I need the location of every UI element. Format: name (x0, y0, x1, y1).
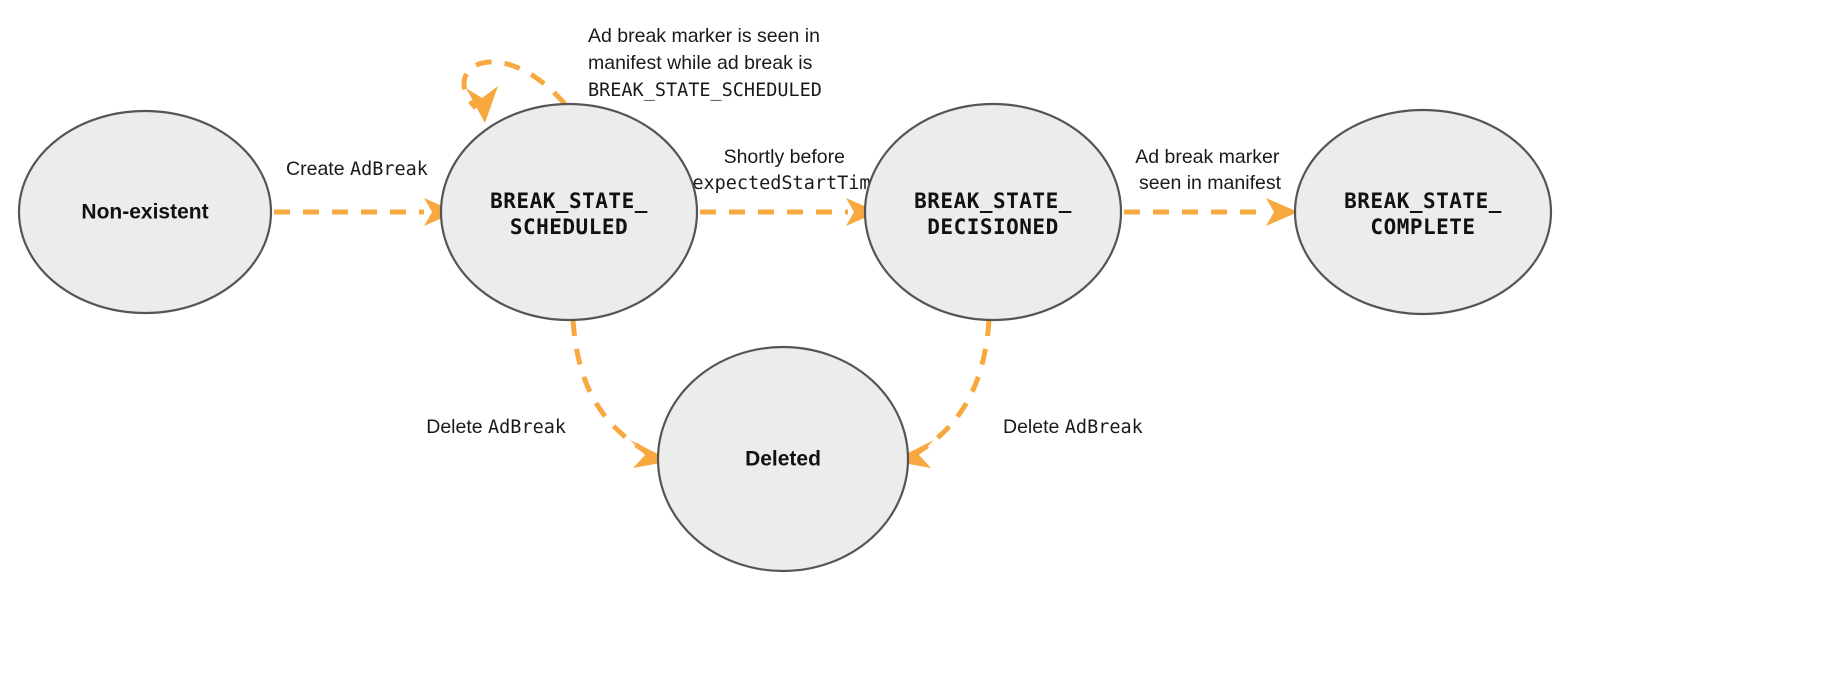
edge-create-adbreak-label: Create AdBreak (286, 158, 428, 180)
edge-shortly-before-label-line1: Shortly before (724, 146, 845, 168)
edge-marker-seen-label-line2: seen in manifest (1139, 172, 1282, 194)
edge-self-loop-label-line2: manifest while ad break is (588, 52, 813, 74)
edge-self-loop-label-line1: Ad break marker is seen in (588, 25, 820, 47)
node-break-state-decisioned-label-line1: BREAK_STATE_ (914, 189, 1072, 213)
edge-shortly-before-arrowhead (846, 198, 878, 226)
node-non-existent-shape (17, 109, 273, 315)
edge-delete-right-label-mono: AdBreak (1065, 417, 1143, 438)
edge-self-loop-arrowhead (466, 86, 498, 123)
edge-delete-from-decisioned[interactable]: Delete AdBreak (892, 319, 1143, 468)
edge-create-adbreak-label-mono: AdBreak (350, 159, 428, 180)
edge-create-adbreak[interactable]: Create AdBreak (274, 158, 456, 226)
node-break-state-complete-shape (1293, 108, 1553, 316)
edge-delete-from-decisioned-line (910, 319, 992, 459)
node-break-state-decisioned-label-line2: DECISIONED (927, 215, 1058, 239)
edge-delete-left-label-mono: AdBreak (488, 417, 566, 438)
node-deleted[interactable]: Deleted (656, 345, 910, 573)
node-break-state-scheduled-label-line2: SCHEDULED (510, 215, 628, 239)
edge-delete-right-label-sans: Delete (1003, 416, 1065, 438)
edge-marker-seen-label-line1: Ad break marker (1135, 146, 1280, 168)
edge-delete-from-scheduled-label: Delete AdBreak (426, 416, 566, 438)
edge-shortly-before-label: Shortly before expectedStartTime (692, 146, 881, 194)
node-deleted-label: Deleted (745, 448, 821, 471)
edge-shortly-before[interactable]: Shortly before expectedStartTime (692, 146, 882, 226)
edge-marker-seen-label: Ad break marker seen in manifest (1135, 146, 1285, 194)
edge-marker-seen-arrowhead (1266, 198, 1298, 226)
node-break-state-scheduled-label-line1: BREAK_STATE_ (490, 189, 648, 213)
node-non-existent[interactable]: Non-existent (17, 109, 273, 315)
edge-self-loop-label-line3: BREAK_STATE_SCHEDULED (588, 80, 822, 101)
edge-delete-left-label-sans: Delete (426, 416, 488, 438)
edge-create-adbreak-label-sans: Create (286, 158, 350, 180)
edge-delete-from-scheduled[interactable]: Delete AdBreak (426, 319, 672, 468)
node-deleted-shape (656, 345, 910, 573)
node-break-state-scheduled-shape (439, 102, 699, 322)
node-non-existent-label: Non-existent (81, 201, 208, 224)
edge-delete-from-decisioned-label: Delete AdBreak (1003, 416, 1143, 438)
node-break-state-complete[interactable]: BREAK_STATE_ COMPLETE (1293, 108, 1553, 316)
node-break-state-complete-label-line2: COMPLETE (1370, 215, 1475, 239)
edge-marker-seen-in-manifest[interactable]: Ad break marker seen in manifest (1124, 146, 1298, 226)
edge-self-loop-line (461, 59, 567, 110)
node-break-state-decisioned[interactable]: BREAK_STATE_ DECISIONED (863, 102, 1123, 322)
node-break-state-complete-label-line1: BREAK_STATE_ (1344, 189, 1502, 213)
edge-self-loop-scheduled[interactable]: Ad break marker is seen in manifest whil… (461, 25, 825, 123)
edge-self-loop-label: Ad break marker is seen in manifest whil… (588, 25, 825, 101)
node-break-state-decisioned-shape (863, 102, 1123, 322)
node-break-state-scheduled[interactable]: BREAK_STATE_ SCHEDULED (439, 102, 699, 322)
edge-shortly-before-label-line2: expectedStartTime (692, 173, 881, 194)
edge-delete-from-scheduled-line (570, 319, 656, 459)
